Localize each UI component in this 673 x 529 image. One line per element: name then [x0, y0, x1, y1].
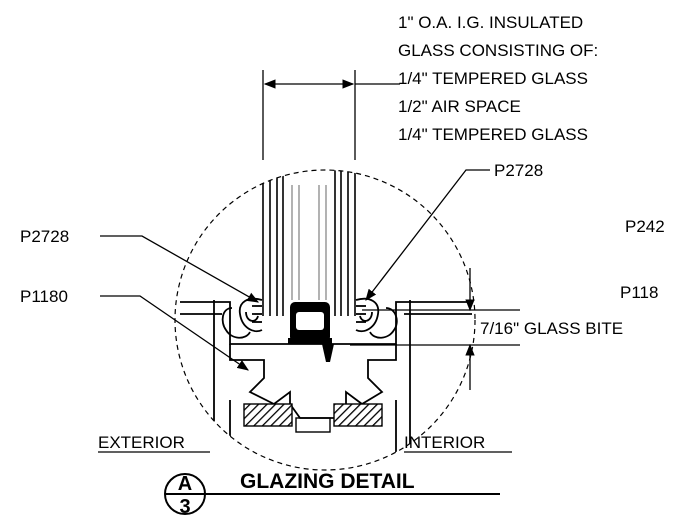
setting-block	[322, 344, 334, 362]
callout-p118-partial: P118	[620, 283, 658, 302]
glass-note-line-2: GLASS CONSISTING OF:	[398, 41, 598, 60]
callout-glass-bite: 7/16" GLASS BITE	[480, 319, 623, 338]
glass-note: 1" O.A. I.G. INSULATED GLASS CONSISTING …	[398, 13, 598, 144]
thermal-strut	[295, 417, 331, 433]
thermal-break-left	[243, 403, 293, 427]
detail-tag: A 3	[164, 473, 206, 518]
thermal-break-right	[333, 403, 383, 427]
interior-gasket	[355, 297, 398, 339]
callout-p242-partial: P242	[625, 217, 665, 236]
glass-note-line-1: 1" O.A. I.G. INSULATED	[398, 13, 583, 32]
sheet-number: 3	[179, 496, 190, 518]
air-space	[291, 185, 327, 300]
detail-title: GLAZING DETAIL	[240, 470, 415, 493]
glass-bite-dimension	[350, 268, 520, 390]
label-exterior: EXTERIOR	[98, 433, 185, 452]
callout-p2728-right: P2728	[494, 161, 543, 180]
glass-note-line-5: 1/4" TEMPERED GLASS	[398, 125, 588, 144]
interior-glass-lite	[334, 170, 356, 316]
label-interior: INTERIOR	[404, 433, 485, 452]
leader-lines	[100, 169, 490, 371]
ig-spacer	[288, 302, 332, 344]
exterior-gasket-p2728	[221, 297, 263, 339]
callout-p2728-left: P2728	[20, 227, 69, 246]
glass-thickness-dimension	[262, 70, 400, 160]
detail-letter: A	[178, 473, 192, 495]
glass-note-line-4: 1/2" AIR SPACE	[398, 97, 521, 116]
section-geometry	[180, 170, 472, 470]
exterior-glass-lite	[262, 170, 284, 316]
callout-p1180-left: P1180	[20, 287, 68, 306]
glass-note-line-3: 1/4" TEMPERED GLASS	[398, 69, 588, 88]
